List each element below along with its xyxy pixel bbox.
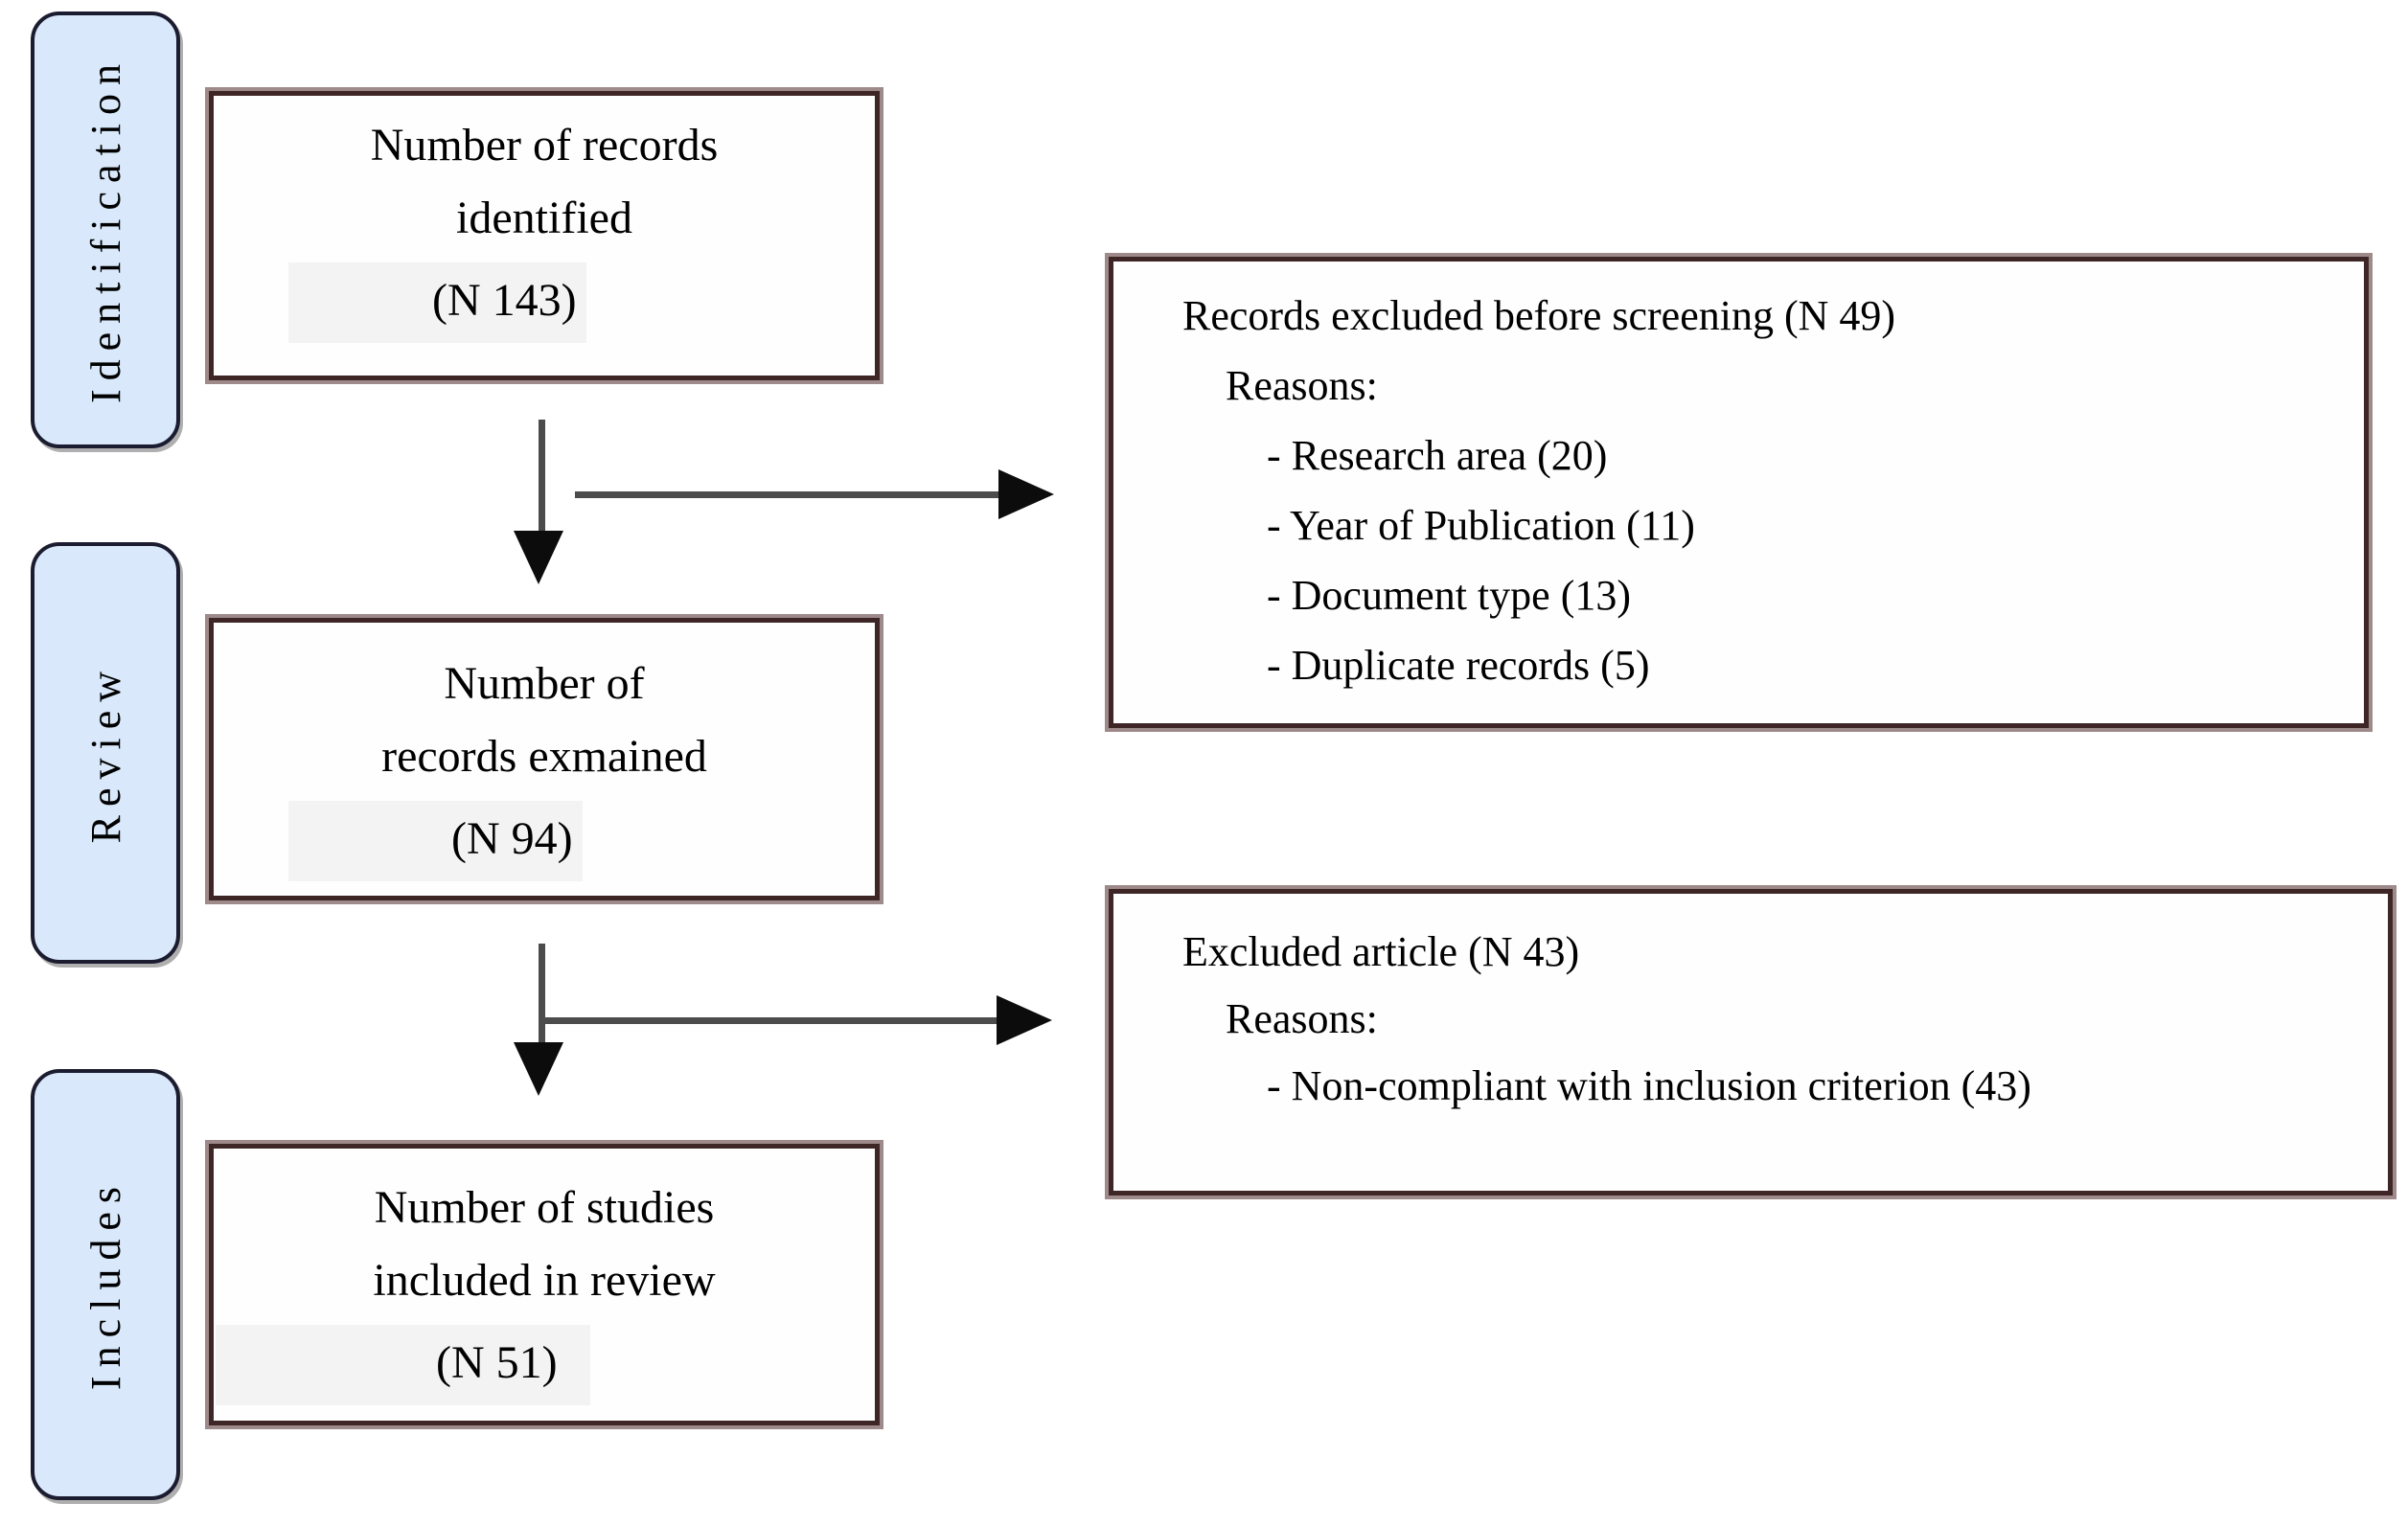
excluded-articles-reasons-label: Reasons: bbox=[1226, 995, 1378, 1042]
arrow-down-1-line bbox=[539, 420, 545, 533]
exclusion-reason: - Year of Publication (11) bbox=[1267, 502, 1695, 549]
box-studies-included-line1: Number of studies bbox=[374, 1182, 715, 1233]
arrow-right-2-line bbox=[544, 1017, 998, 1024]
box-records-identified-line1: Number of records bbox=[370, 120, 719, 171]
exclusion-reason: - Non-compliant with inclusion criterion… bbox=[1267, 1062, 2031, 1109]
arrowhead-down-2-icon bbox=[514, 1042, 563, 1096]
box-records-examined-line2: records exmained bbox=[381, 731, 707, 782]
box-excluded-articles: Excluded article (N 43) Reasons: - Non-c… bbox=[1109, 889, 2393, 1196]
box-records-identified-count-line: (N 143) bbox=[214, 262, 875, 343]
stage-label-review: Review bbox=[31, 542, 180, 964]
box-records-identified: Number of records identified (N 143) bbox=[209, 91, 880, 380]
exclusion-reason: - Research area (20) bbox=[1267, 432, 1608, 479]
box-records-examined: Number of records exmained (N 94) bbox=[209, 618, 880, 900]
excluded-articles-title: Excluded article (N 43) bbox=[1182, 928, 1580, 975]
records-identified-count: (N 143) bbox=[288, 262, 586, 343]
box-studies-included: Number of studies included in review (N … bbox=[209, 1144, 880, 1425]
stage-label-identification: Identification bbox=[31, 11, 180, 448]
excluded-before-screening-reasons-label: Reasons: bbox=[1226, 362, 1378, 409]
arrow-right-1-line bbox=[575, 491, 1000, 498]
arrowhead-right-1-icon bbox=[998, 469, 1054, 519]
box-records-examined-line1: Number of bbox=[444, 658, 645, 709]
stage-label-review-text: Review bbox=[81, 662, 129, 844]
stage-label-includes: Includes bbox=[31, 1069, 180, 1500]
excluded-before-screening-title: Records excluded before screening (N 49) bbox=[1182, 292, 1896, 339]
box-excluded-before-screening: Records excluded before screening (N 49)… bbox=[1109, 257, 2369, 728]
stage-label-identification-text: Identification bbox=[81, 56, 129, 404]
records-examined-count: (N 94) bbox=[288, 801, 583, 881]
arrowhead-right-2-icon bbox=[997, 995, 1052, 1045]
stage-label-includes-text: Includes bbox=[81, 1178, 129, 1391]
box-studies-included-line2: included in review bbox=[373, 1255, 716, 1306]
box-studies-included-count-line: (N 51) bbox=[214, 1325, 875, 1405]
arrowhead-down-1-icon bbox=[514, 531, 563, 584]
box-records-examined-count-line: (N 94) bbox=[214, 801, 875, 881]
arrow-down-2-line bbox=[539, 944, 545, 1044]
exclusion-reason: - Document type (13) bbox=[1267, 572, 1631, 619]
studies-included-count: (N 51) bbox=[216, 1325, 590, 1405]
exclusion-reason: - Duplicate records (5) bbox=[1267, 642, 1650, 689]
box-records-identified-line2: identified bbox=[456, 193, 632, 243]
